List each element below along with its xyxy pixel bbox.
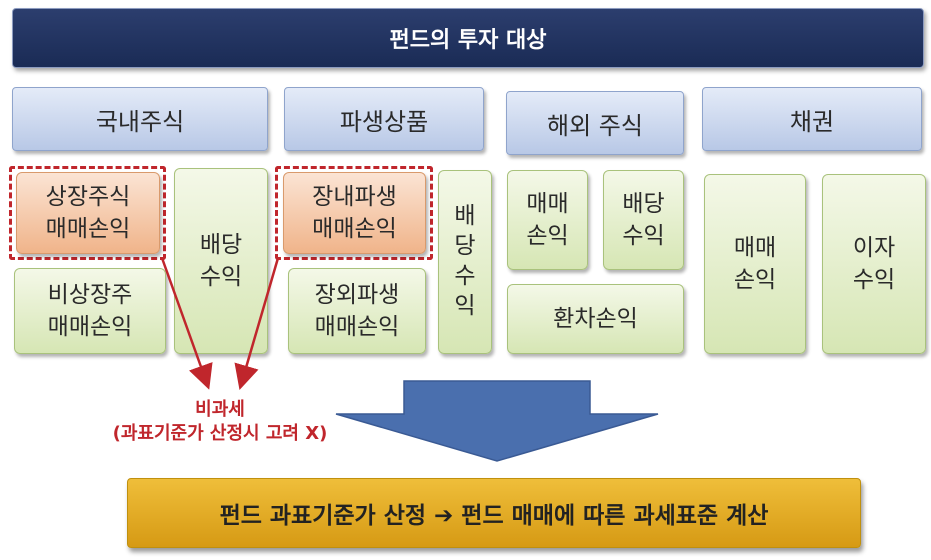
note-title: 비과세 — [195, 399, 245, 420]
box-foreign-trading: 매매 손익 — [507, 170, 588, 270]
highlight-frame-listed — [9, 166, 166, 260]
box-domestic-dividend: 배당 수익 — [174, 168, 268, 354]
box-unlisted-stock-trading: 비상장주 매매손익 — [14, 268, 166, 354]
category-derivatives: 파생상품 — [284, 87, 484, 151]
box-otc-derivative-trading: 장외파생 매매손익 — [288, 268, 426, 354]
result-banner: 펀드 과표기준가 산정 ➔ 펀드 매매에 따른 과세표준 계산 — [127, 478, 861, 548]
category-foreign-stock: 해외 주식 — [506, 91, 684, 155]
box-derivative-dividend: 배 당 수 익 — [438, 170, 492, 354]
down-arrow-icon — [335, 380, 659, 462]
category-bond: 채권 — [702, 87, 922, 151]
box-bond-interest: 이자 수익 — [822, 174, 926, 354]
arrow-exchange-to-note — [234, 257, 280, 390]
arrow-listed-to-note — [160, 257, 213, 390]
box-fx-gain: 환차손익 — [507, 284, 684, 354]
box-bond-trading: 매매 손익 — [704, 174, 806, 354]
highlight-frame-exchange — [275, 166, 433, 260]
diagram-title: 펀드의 투자 대상 — [12, 8, 924, 68]
box-listed-stock-trading: 상장주식 매매손익 — [16, 172, 160, 254]
tax-exempt-note: 비과세 (과표기준가 산정시 고려 X) — [70, 398, 370, 447]
category-domestic-stock: 국내주식 — [12, 87, 268, 151]
box-foreign-dividend: 배당 수익 — [603, 170, 684, 270]
note-detail: (과표기준가 산정시 고려 X) — [112, 423, 328, 445]
box-exchange-derivative-trading: 장내파생 매매손익 — [283, 172, 426, 254]
